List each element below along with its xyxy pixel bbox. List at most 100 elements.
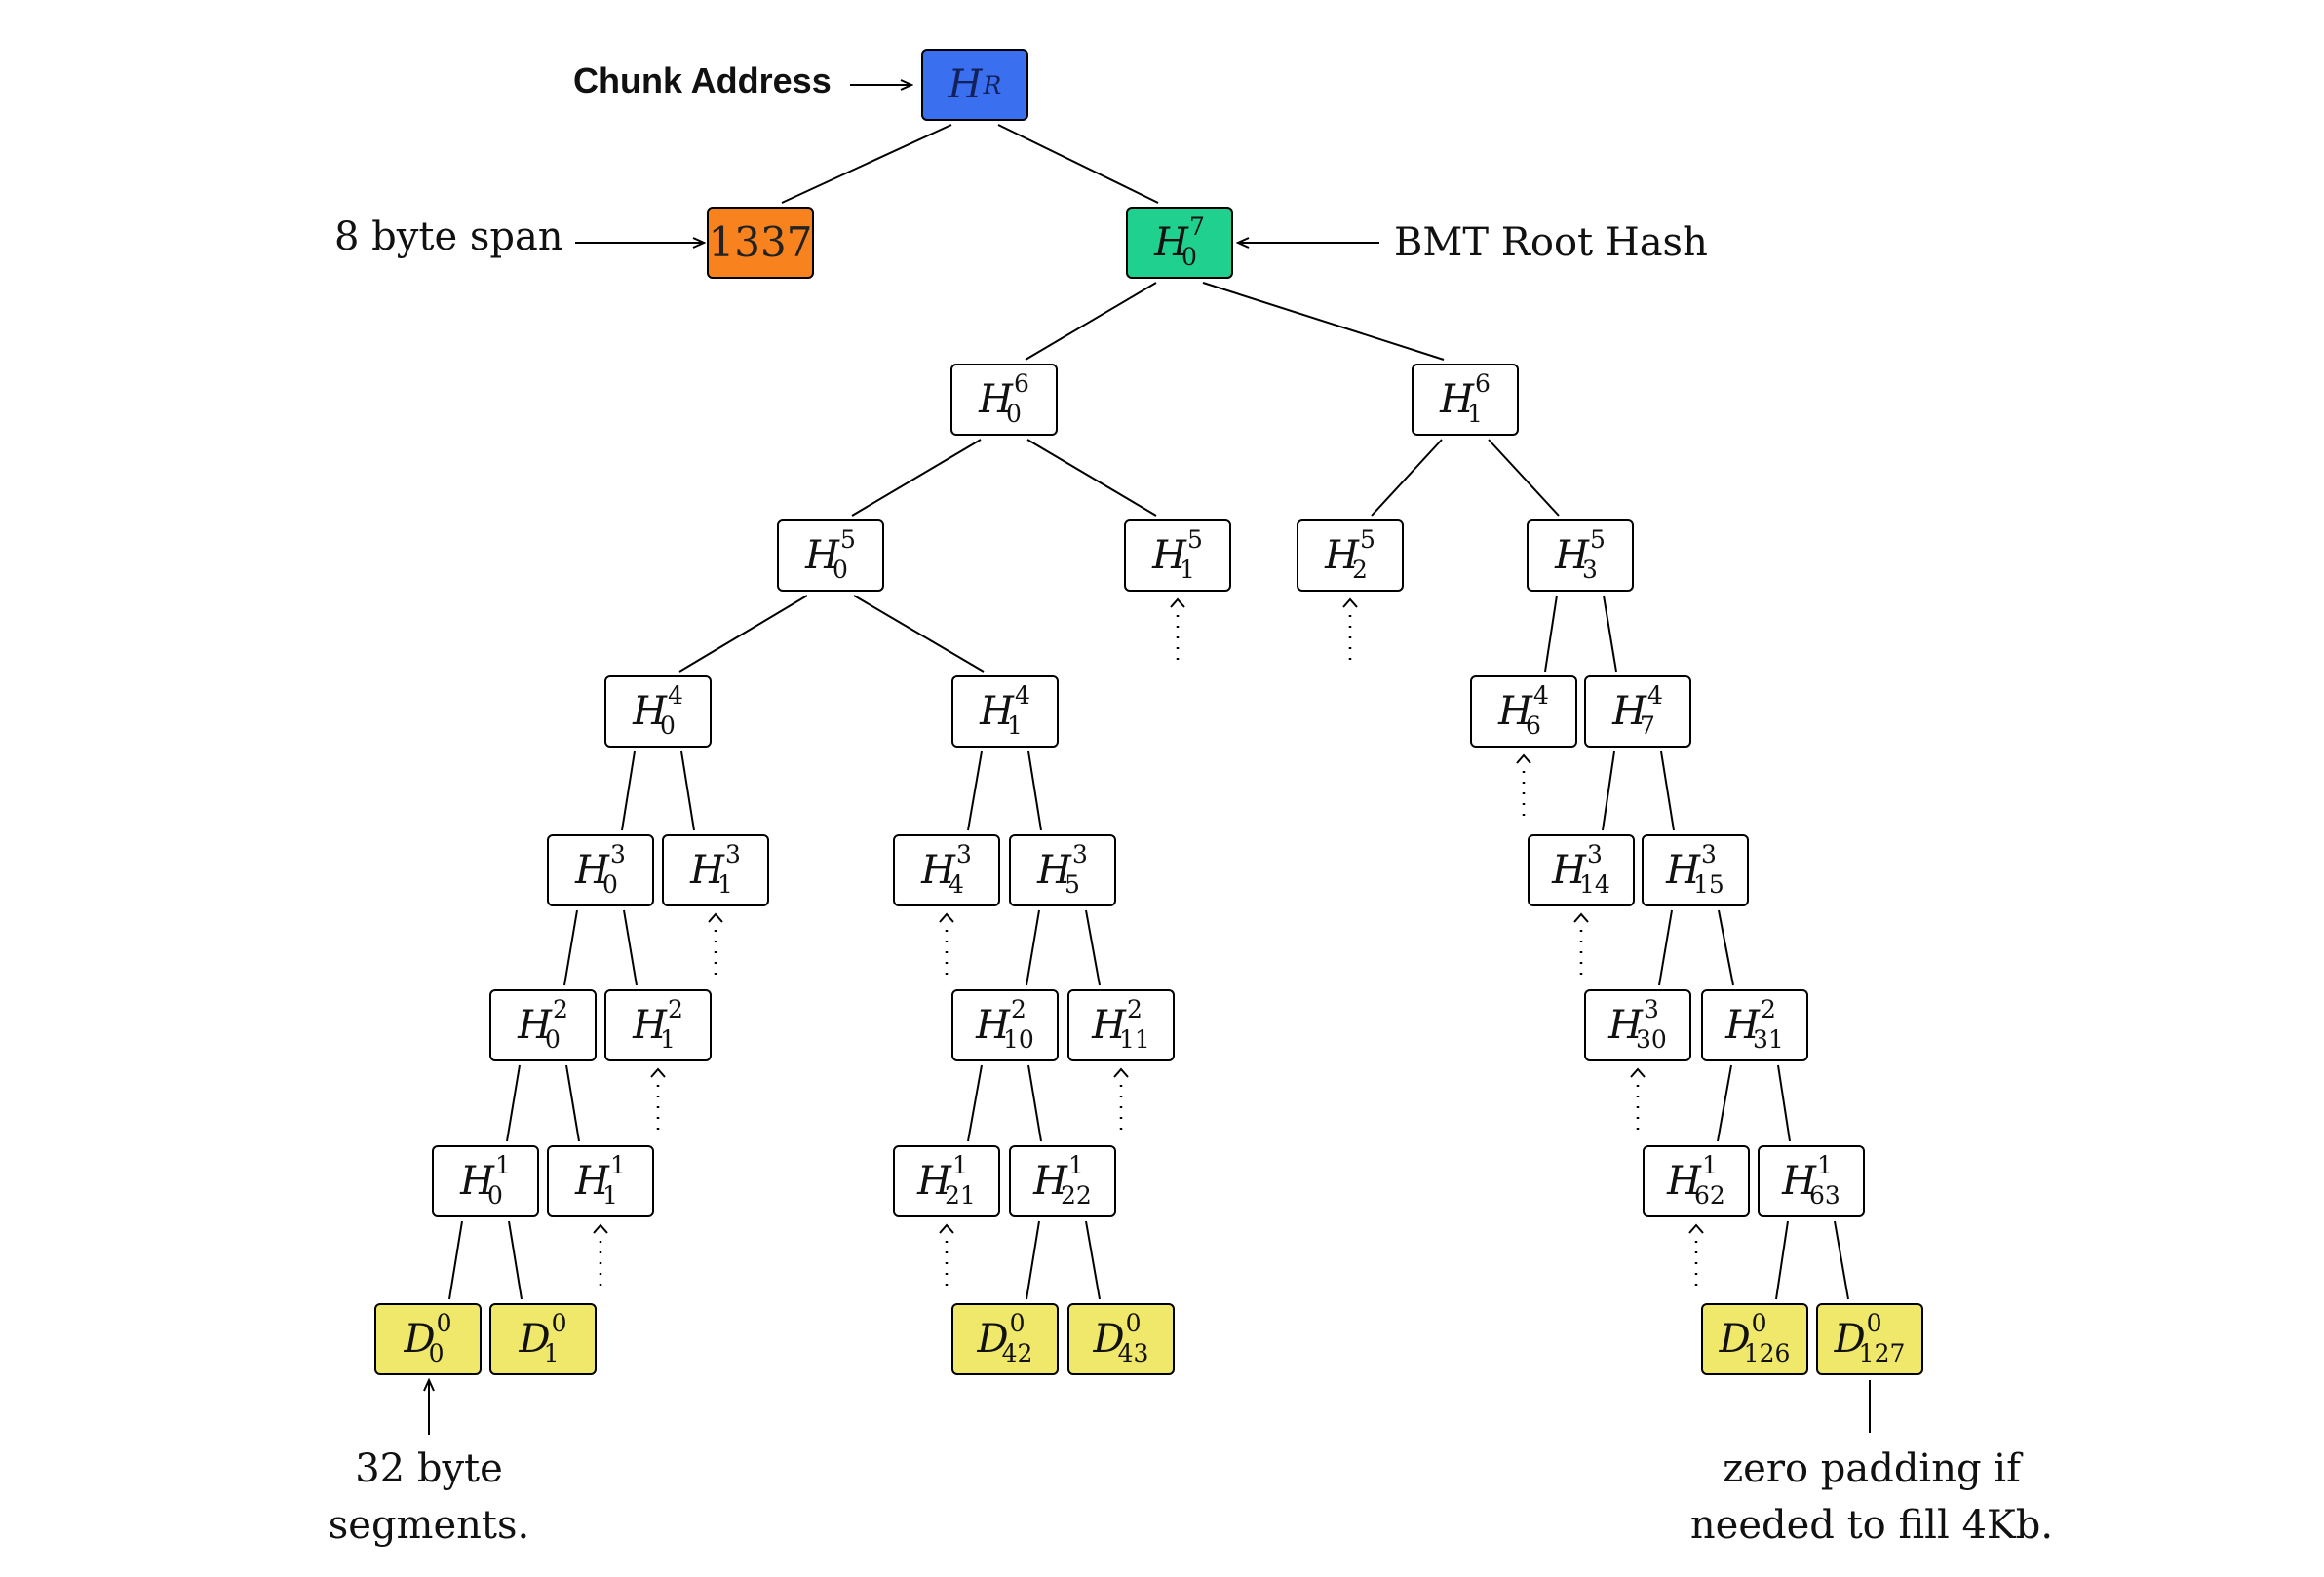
node-superscript: 1 bbox=[494, 1151, 511, 1179]
node-symbol: H bbox=[979, 377, 1013, 422]
node-symbol: D bbox=[1093, 1317, 1125, 1362]
node-subscript: R bbox=[983, 70, 1002, 99]
node-superscript: 1 bbox=[609, 1151, 626, 1179]
node-superscript: 1 bbox=[1068, 1151, 1084, 1179]
node-superscript: 5 bbox=[1359, 525, 1375, 554]
node-superscript: 0 bbox=[1125, 1309, 1142, 1337]
node-subscript: 14 bbox=[1579, 870, 1610, 899]
node-superscript: 4 bbox=[1014, 681, 1030, 710]
node-symbol: H bbox=[1092, 1003, 1127, 1048]
node-symbol: H bbox=[1440, 377, 1474, 422]
node-subscript: 0 bbox=[486, 1181, 503, 1210]
node-subscript: 0 bbox=[1181, 243, 1197, 271]
node-subscript: 7 bbox=[1639, 712, 1655, 740]
edge-h6_0-h5_0 bbox=[851, 439, 982, 517]
node-symbol: H bbox=[980, 689, 1014, 734]
node-superscript: 0 bbox=[436, 1309, 452, 1337]
edge-h2_31-h1_63 bbox=[1777, 1064, 1791, 1142]
node-symbol: H bbox=[917, 1159, 952, 1204]
node-symbol: D bbox=[977, 1317, 1009, 1362]
node-symbol: H bbox=[690, 848, 724, 893]
edge-h4_1-h3_4 bbox=[967, 750, 983, 831]
node-symbol: D bbox=[519, 1317, 551, 1362]
node-symbol: H bbox=[1667, 1159, 1702, 1204]
edge-h5_3-h4_6 bbox=[1544, 595, 1558, 673]
node-symbol: H bbox=[460, 1159, 494, 1204]
node-symbol: H bbox=[633, 689, 667, 734]
node-symbol: H bbox=[948, 62, 983, 107]
ellipsis-caret-h5_2 bbox=[1342, 597, 1358, 608]
edge-h4_0-h3_1 bbox=[680, 750, 695, 831]
node-subscript: 0 bbox=[832, 556, 848, 584]
ellipsis-caret-h2_11 bbox=[1113, 1067, 1129, 1078]
ellipsis-caret-h3_4 bbox=[939, 912, 954, 923]
edge-hr-span bbox=[781, 124, 952, 204]
node-subscript: 63 bbox=[1809, 1181, 1840, 1210]
node-symbol: H bbox=[1154, 220, 1188, 265]
node-subscript: 127 bbox=[1858, 1339, 1906, 1367]
node-subscript: 22 bbox=[1061, 1181, 1092, 1210]
edge-h7_0-h6_0 bbox=[1025, 282, 1157, 361]
ellipsis-caret-h3_14 bbox=[1573, 912, 1589, 923]
edge-h6_1-h5_2 bbox=[1371, 439, 1443, 517]
node-subscript: 42 bbox=[1001, 1339, 1033, 1367]
ellipsis-caret-h1_1 bbox=[593, 1223, 608, 1234]
segments-label-line2: segments. bbox=[328, 1503, 530, 1548]
node-symbol: D bbox=[1719, 1317, 1751, 1362]
node-superscript: 3 bbox=[1701, 840, 1717, 868]
node-symbol: H bbox=[1152, 533, 1186, 578]
node-symbol: H bbox=[1552, 848, 1587, 893]
edge-h4_7-h3_14 bbox=[1602, 750, 1615, 831]
node-superscript: 2 bbox=[1761, 995, 1776, 1023]
edge-h2_10-h1_21 bbox=[967, 1064, 983, 1142]
node-subscript: 1 bbox=[1006, 712, 1023, 740]
node-superscript: 4 bbox=[667, 681, 683, 710]
node-symbol: H bbox=[1608, 1003, 1644, 1048]
edge-h1_63-d0_127 bbox=[1834, 1220, 1849, 1300]
node-superscript: 5 bbox=[1589, 525, 1606, 554]
node-symbol: D bbox=[1834, 1317, 1866, 1362]
ellipsis-caret-h3_30 bbox=[1630, 1067, 1646, 1078]
node-subscript: 0 bbox=[659, 712, 676, 740]
chunk-address-label: Chunk Address bbox=[573, 60, 832, 100]
node-subscript: 5 bbox=[1064, 870, 1080, 899]
edge-h5_0-h4_0 bbox=[678, 595, 808, 673]
node-superscript: 3 bbox=[1071, 840, 1088, 868]
node-subscript: 31 bbox=[1753, 1025, 1784, 1054]
node-superscript: 1 bbox=[952, 1151, 968, 1179]
node-superscript: 7 bbox=[1188, 212, 1205, 241]
edge-h6_1-h5_3 bbox=[1488, 439, 1560, 517]
node-superscript: 0 bbox=[551, 1309, 567, 1337]
node-subscript: 21 bbox=[945, 1181, 976, 1210]
padding-label: zero padding if needed to fill 4Kb. bbox=[1628, 1441, 2115, 1554]
ellipsis-caret-h1_62 bbox=[1688, 1223, 1704, 1234]
edge-h4_1-h3_5 bbox=[1027, 750, 1042, 831]
node-symbol: H bbox=[1325, 533, 1359, 578]
node-symbol: H bbox=[633, 1003, 667, 1048]
node-subscript: 126 bbox=[1743, 1339, 1791, 1367]
node-superscript: 6 bbox=[1474, 369, 1491, 398]
edge-h3_0-h2_0 bbox=[563, 909, 578, 986]
